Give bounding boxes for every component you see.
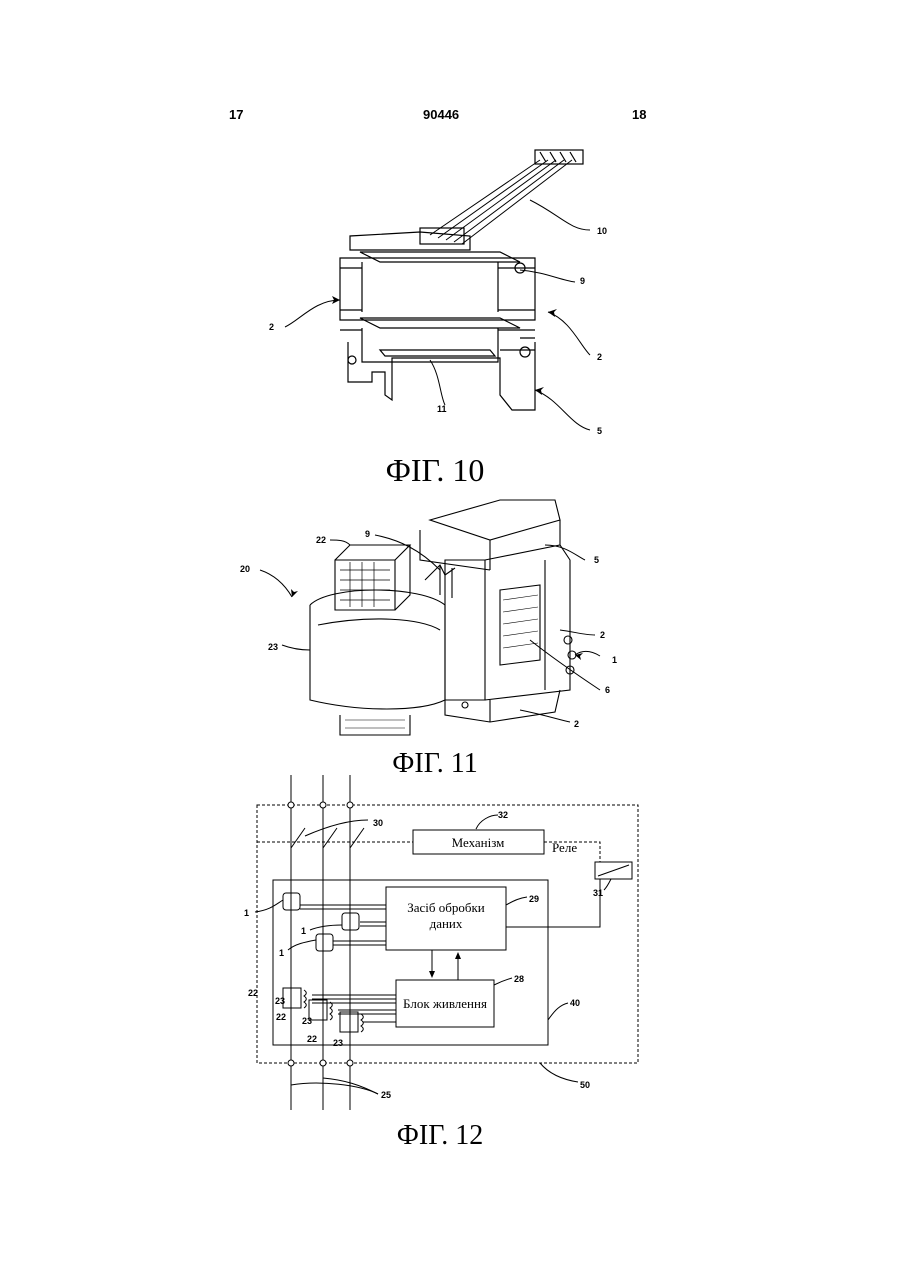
fig10-label-5: 5 <box>597 426 602 436</box>
relay-label: Реле <box>552 840 577 855</box>
figure-10-caption: ФІГ. 10 <box>285 452 585 489</box>
fig10-label-11: 11 <box>437 404 447 414</box>
mechanism-label: Механізм <box>452 835 505 850</box>
fig12-label-23-a: 23 <box>275 996 285 1006</box>
fig10-label-2-right: 2 <box>597 352 602 362</box>
fig11-label-2-right: 2 <box>600 630 605 640</box>
fig12-label-28: 28 <box>514 974 524 984</box>
fig12-label-1-b: 1 <box>301 926 306 936</box>
fig12-label-30: 30 <box>373 818 383 828</box>
fig11-label-23: 23 <box>268 642 278 652</box>
fig12-label-25: 25 <box>381 1090 391 1100</box>
fig12-label-29: 29 <box>529 894 539 904</box>
fig11-label-6: 6 <box>605 685 610 695</box>
processor-label-line1: Засіб обробки <box>407 900 485 915</box>
fig11-label-1: 1 <box>612 655 617 665</box>
fig12-label-22-b: 22 <box>276 1012 286 1022</box>
fig12-label-40: 40 <box>570 998 580 1008</box>
fig12-label-1-c: 1 <box>279 948 284 958</box>
fig12-label-22-c: 22 <box>307 1034 317 1044</box>
fig10-label-10: 10 <box>597 226 607 236</box>
fig11-label-22: 22 <box>316 535 326 545</box>
figure-11-drawing: 22 9 5 20 23 2 1 6 2 <box>0 490 901 755</box>
fig11-label-5: 5 <box>594 555 599 565</box>
fig12-label-31: 31 <box>593 888 603 898</box>
fig12-label-50: 50 <box>580 1080 590 1090</box>
fig10-label-2-left: 2 <box>269 322 274 332</box>
fig12-label-22-a: 22 <box>248 988 258 998</box>
fig11-label-20: 20 <box>240 564 250 574</box>
figure-12-caption: ФІГ. 12 <box>290 1120 590 1152</box>
fig11-label-9: 9 <box>365 529 370 539</box>
fig10-label-9: 9 <box>580 276 585 286</box>
power-supply-label: Блок живлення <box>403 996 487 1011</box>
processor-label-line2: даних <box>430 916 463 931</box>
fig12-label-23-c: 23 <box>333 1038 343 1048</box>
fig12-label-32: 32 <box>498 810 508 820</box>
fig11-label-2-bottom: 2 <box>574 719 579 729</box>
fig12-label-23-b: 23 <box>302 1016 312 1026</box>
figure-10-drawing: 10 9 2 2 11 5 <box>0 0 901 470</box>
fig12-label-1-a: 1 <box>244 908 249 918</box>
figure-12-diagram: Механізм Реле Засіб обробки даних Блок ж… <box>0 770 901 1130</box>
